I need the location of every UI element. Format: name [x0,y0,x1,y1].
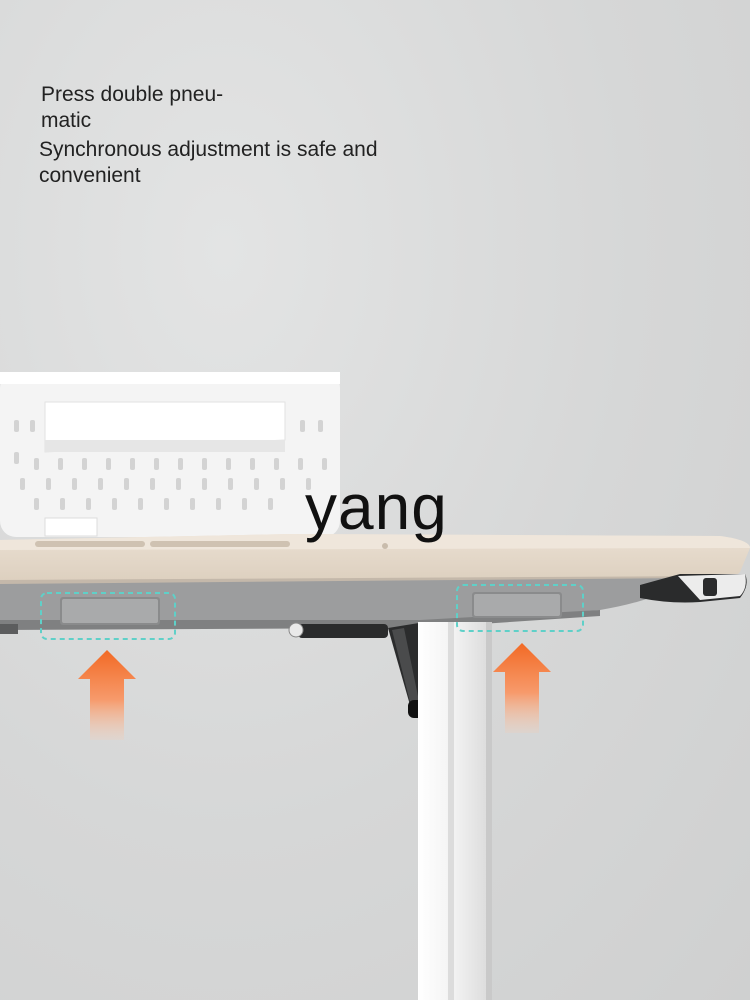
desk-frame [0,574,747,638]
right-button-highlight [456,584,584,632]
right-up-arrow-icon [493,643,551,733]
left-up-arrow-icon [78,650,136,740]
desk-leg [418,622,492,1000]
subtitle: Synchronous adjustment is safe and conve… [39,138,378,187]
headline-line-2-text: matic [41,109,92,132]
headline-line-1: Press double pneu- [41,83,224,106]
headline-line-2: matic [41,108,223,134]
left-button-highlight [40,592,176,640]
pegboard-stand [0,372,340,537]
headline: Press double pneu- matic [41,82,223,134]
watermark: yang [305,471,448,543]
